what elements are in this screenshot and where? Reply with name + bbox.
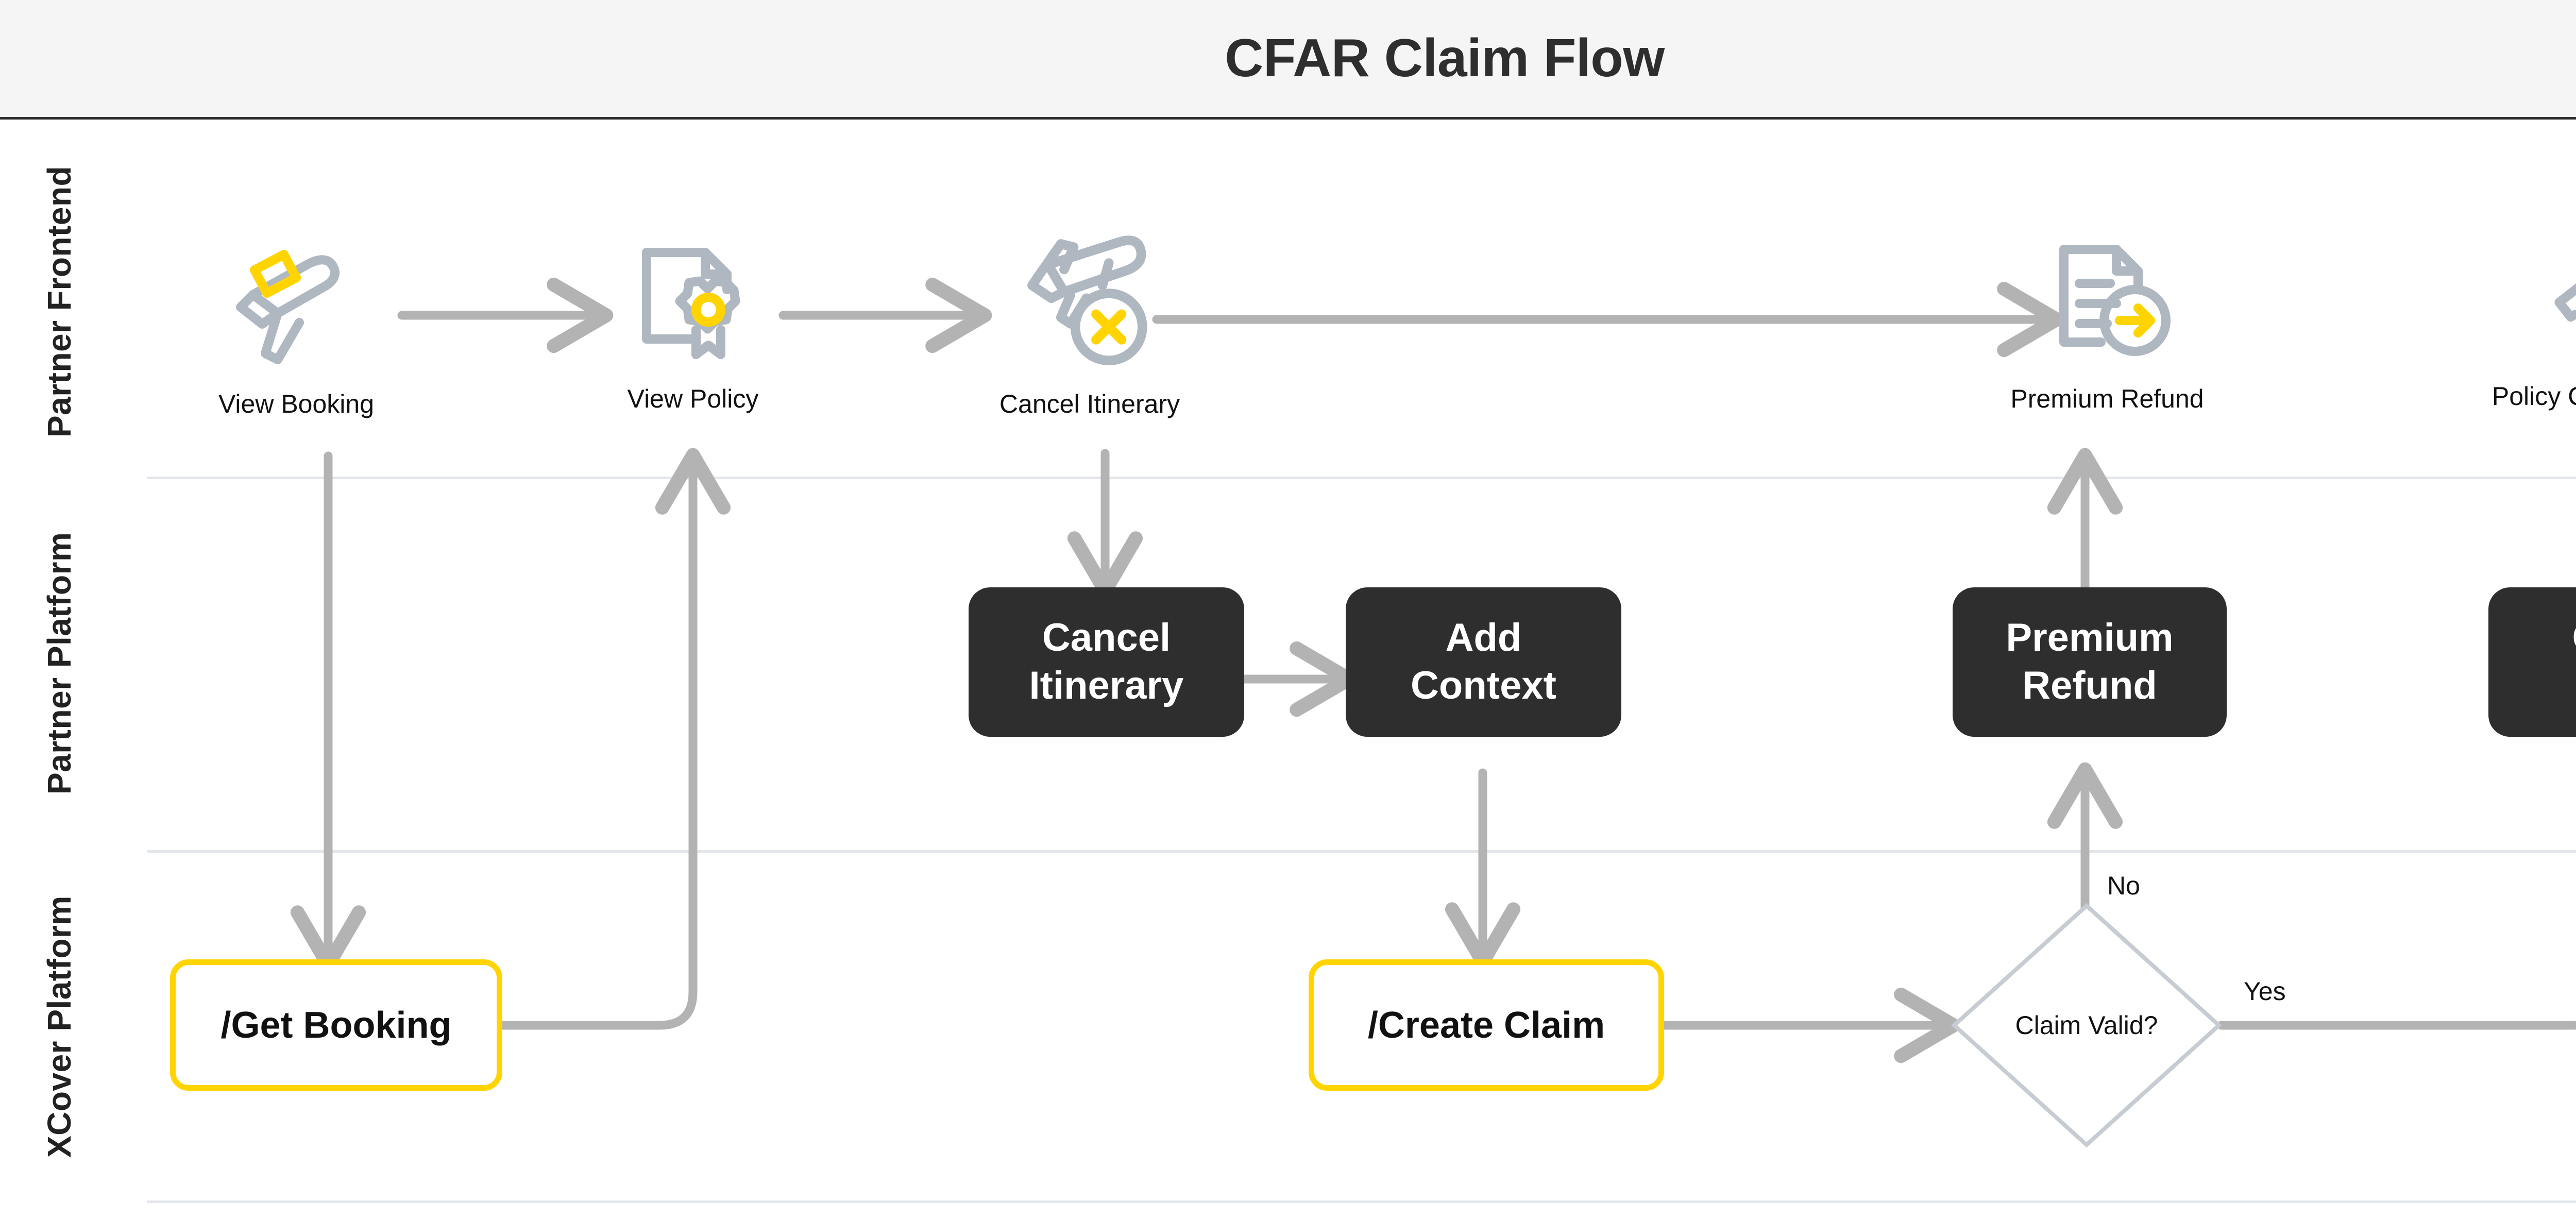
edge-getbooking-viewpolicy: [498, 448, 731, 1030]
state-line-1: Add: [1445, 616, 1522, 660]
airplane-ticket-icon: [219, 227, 374, 384]
page-title: CFAR Claim Flow: [1225, 28, 1665, 88]
state-cancel-itinerary[interactable]: Cancel Itinerary: [969, 587, 1244, 737]
edge-label-no: No: [2107, 871, 2140, 900]
lane-label-partner-frontend: Partner Frontend: [41, 165, 78, 437]
state-line-2: Refund: [2022, 664, 2157, 707]
node-label: Cancel Itinerary: [999, 390, 1180, 418]
document-seal-icon: [616, 222, 770, 379]
lane-divider-1: [147, 477, 2576, 479]
edge-label-yes: Yes: [2244, 977, 2286, 1006]
lane-label-partner-platform: Partner Platform: [41, 532, 78, 795]
state-premium-refund[interactable]: Premium Refund: [1953, 587, 2227, 737]
airplane-cancel-icon: [1010, 222, 1170, 384]
state-add-context[interactable]: Add Context: [1346, 587, 1621, 737]
lane-label-xcover-platform: XCover Platform: [41, 895, 78, 1158]
state-line-2: Context: [1411, 664, 1556, 707]
api-get-booking[interactable]: /Get Booking: [170, 959, 502, 1091]
node-label: Policy Claim Payment: [2492, 382, 2576, 411]
decision-claim-valid[interactable]: Claim Valid?: [1950, 902, 2223, 1149]
node-view-policy[interactable]: View Policy: [603, 222, 783, 414]
node-premium-refund-icon[interactable]: Premium Refund: [1999, 222, 2215, 414]
lane-divider-bottom: [147, 1200, 2576, 1203]
ticket-star-icon: [2540, 219, 2576, 376]
state-line-1: Claim: [2572, 616, 2576, 659]
node-label: View Policy: [627, 384, 759, 413]
state-line-1: Cancel: [1042, 616, 1171, 660]
state-line-2: Itinerary: [1029, 664, 1184, 707]
node-label: View Booking: [218, 390, 375, 418]
api-create-claim[interactable]: /Create Claim: [1309, 959, 1664, 1091]
node-label: Premium Refund: [2010, 384, 2204, 413]
state-claim-paid[interactable]: Claim Paid: [2488, 587, 2576, 737]
node-cancel-itinerary[interactable]: Cancel Itinerary: [981, 222, 1198, 419]
header-bar: CFAR Claim Flow: [0, 0, 2576, 120]
state-line-1: Premium: [2006, 616, 2174, 660]
node-policy-claim-payment[interactable]: Policy Claim Payment: [2473, 219, 2576, 411]
lane-divider-2: [147, 850, 2576, 853]
node-view-booking[interactable]: View Booking: [206, 227, 386, 419]
diamond-shape: [1951, 903, 2222, 1148]
document-arrow-icon: [2030, 222, 2184, 379]
